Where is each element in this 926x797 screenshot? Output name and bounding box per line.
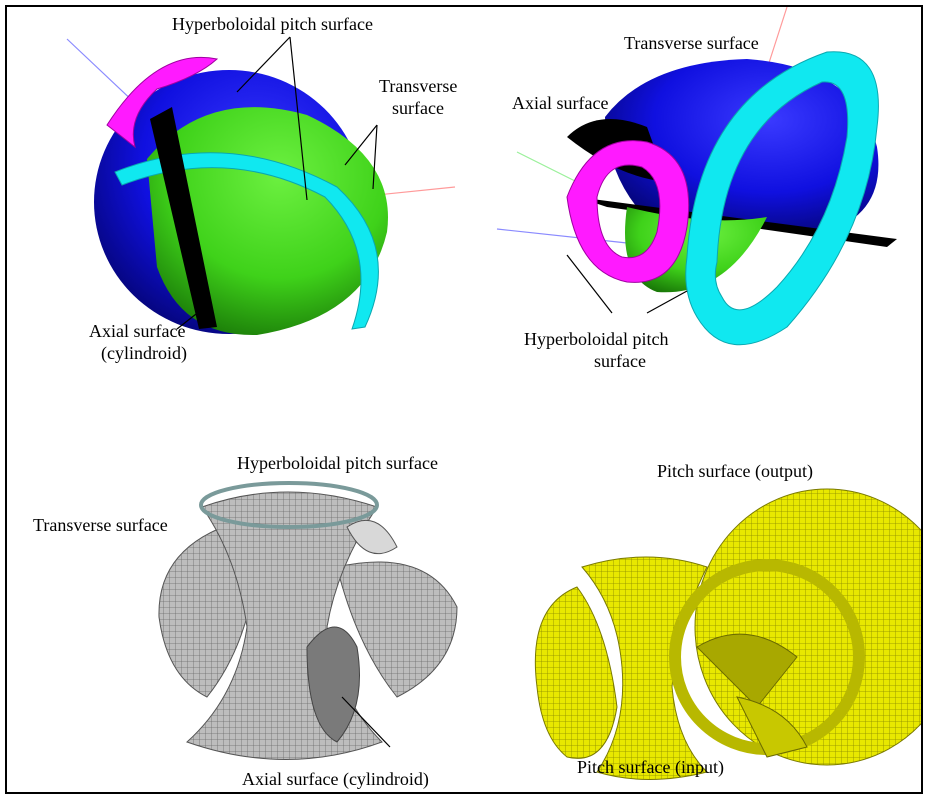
- pitch-surface-input-hyperboloid: [581, 556, 708, 780]
- transverse-surface-ring: [114, 152, 379, 330]
- label-hyperboloidal-line1: Hyperboloidal pitch: [524, 329, 668, 349]
- figure-frame: Hyperboloidal pitch surface Transverse s…: [5, 5, 923, 794]
- leader-line: [176, 306, 206, 330]
- panel-top-right: Transverse surface Axial surface Hyperbo…: [496, 7, 897, 371]
- label-transverse-line2: surface: [392, 98, 444, 118]
- label-hyperboloidal-pitch-surface: Hyperboloidal pitch surface: [172, 14, 373, 34]
- inner-ring: [346, 519, 398, 555]
- label-transverse-line1: Transverse: [379, 76, 457, 96]
- transverse-surface-right: [336, 561, 458, 698]
- leader-line: [372, 124, 378, 190]
- label-axial-line1: Axial surface: [89, 321, 185, 341]
- leader-line: [566, 254, 613, 314]
- axial-surface-cylindroid: [306, 626, 360, 743]
- label-hyperboloidal-pitch-surface: Hyperboloidal pitch surface: [237, 453, 438, 473]
- pitch-surface-vane: [736, 696, 808, 758]
- panel-bottom-right: Pitch surface (output) Pitch surface (in…: [534, 461, 921, 780]
- leader-line: [236, 36, 291, 93]
- pitch-surface-vane: [696, 633, 798, 708]
- axis-line-blue: [66, 38, 138, 106]
- leader-line: [341, 696, 391, 748]
- leader-line: [646, 290, 688, 314]
- label-transverse-surface: Transverse surface: [33, 515, 168, 535]
- magenta-ring: [106, 56, 219, 149]
- label-pitch-surface-output: Pitch surface (output): [657, 461, 813, 482]
- label-transverse-surface: Transverse surface: [624, 33, 759, 53]
- hyperboloid-top-rim: [199, 481, 379, 529]
- label-pitch-surface-input: Pitch surface (input): [577, 757, 724, 778]
- figure-canvas: Hyperboloidal pitch surface Transverse s…: [33, 7, 921, 790]
- label-hyperboloidal-line2: surface: [594, 351, 646, 371]
- axial-surface-cylindroid: [150, 107, 217, 329]
- panel-top-left: Hyperboloidal pitch surface Transverse s…: [66, 14, 457, 364]
- label-axial-surface-cylindroid: Axial surface (cylindroid): [242, 769, 429, 790]
- label-axial-surface: Axial surface: [512, 93, 608, 113]
- leader-line: [344, 124, 378, 166]
- label-axial-line2: (cylindroid): [101, 343, 187, 364]
- magenta-ring: [566, 140, 690, 283]
- leader-line: [289, 36, 308, 201]
- axis-line-blue: [496, 228, 628, 244]
- axis-line-red: [766, 7, 788, 70]
- transverse-surface-ring: [685, 51, 879, 346]
- panel-bottom-left: Hyperboloidal pitch surface Transverse s…: [33, 453, 458, 790]
- pitch-surface-output-body: [694, 488, 921, 766]
- pitch-surface-input-lobe: [534, 586, 618, 759]
